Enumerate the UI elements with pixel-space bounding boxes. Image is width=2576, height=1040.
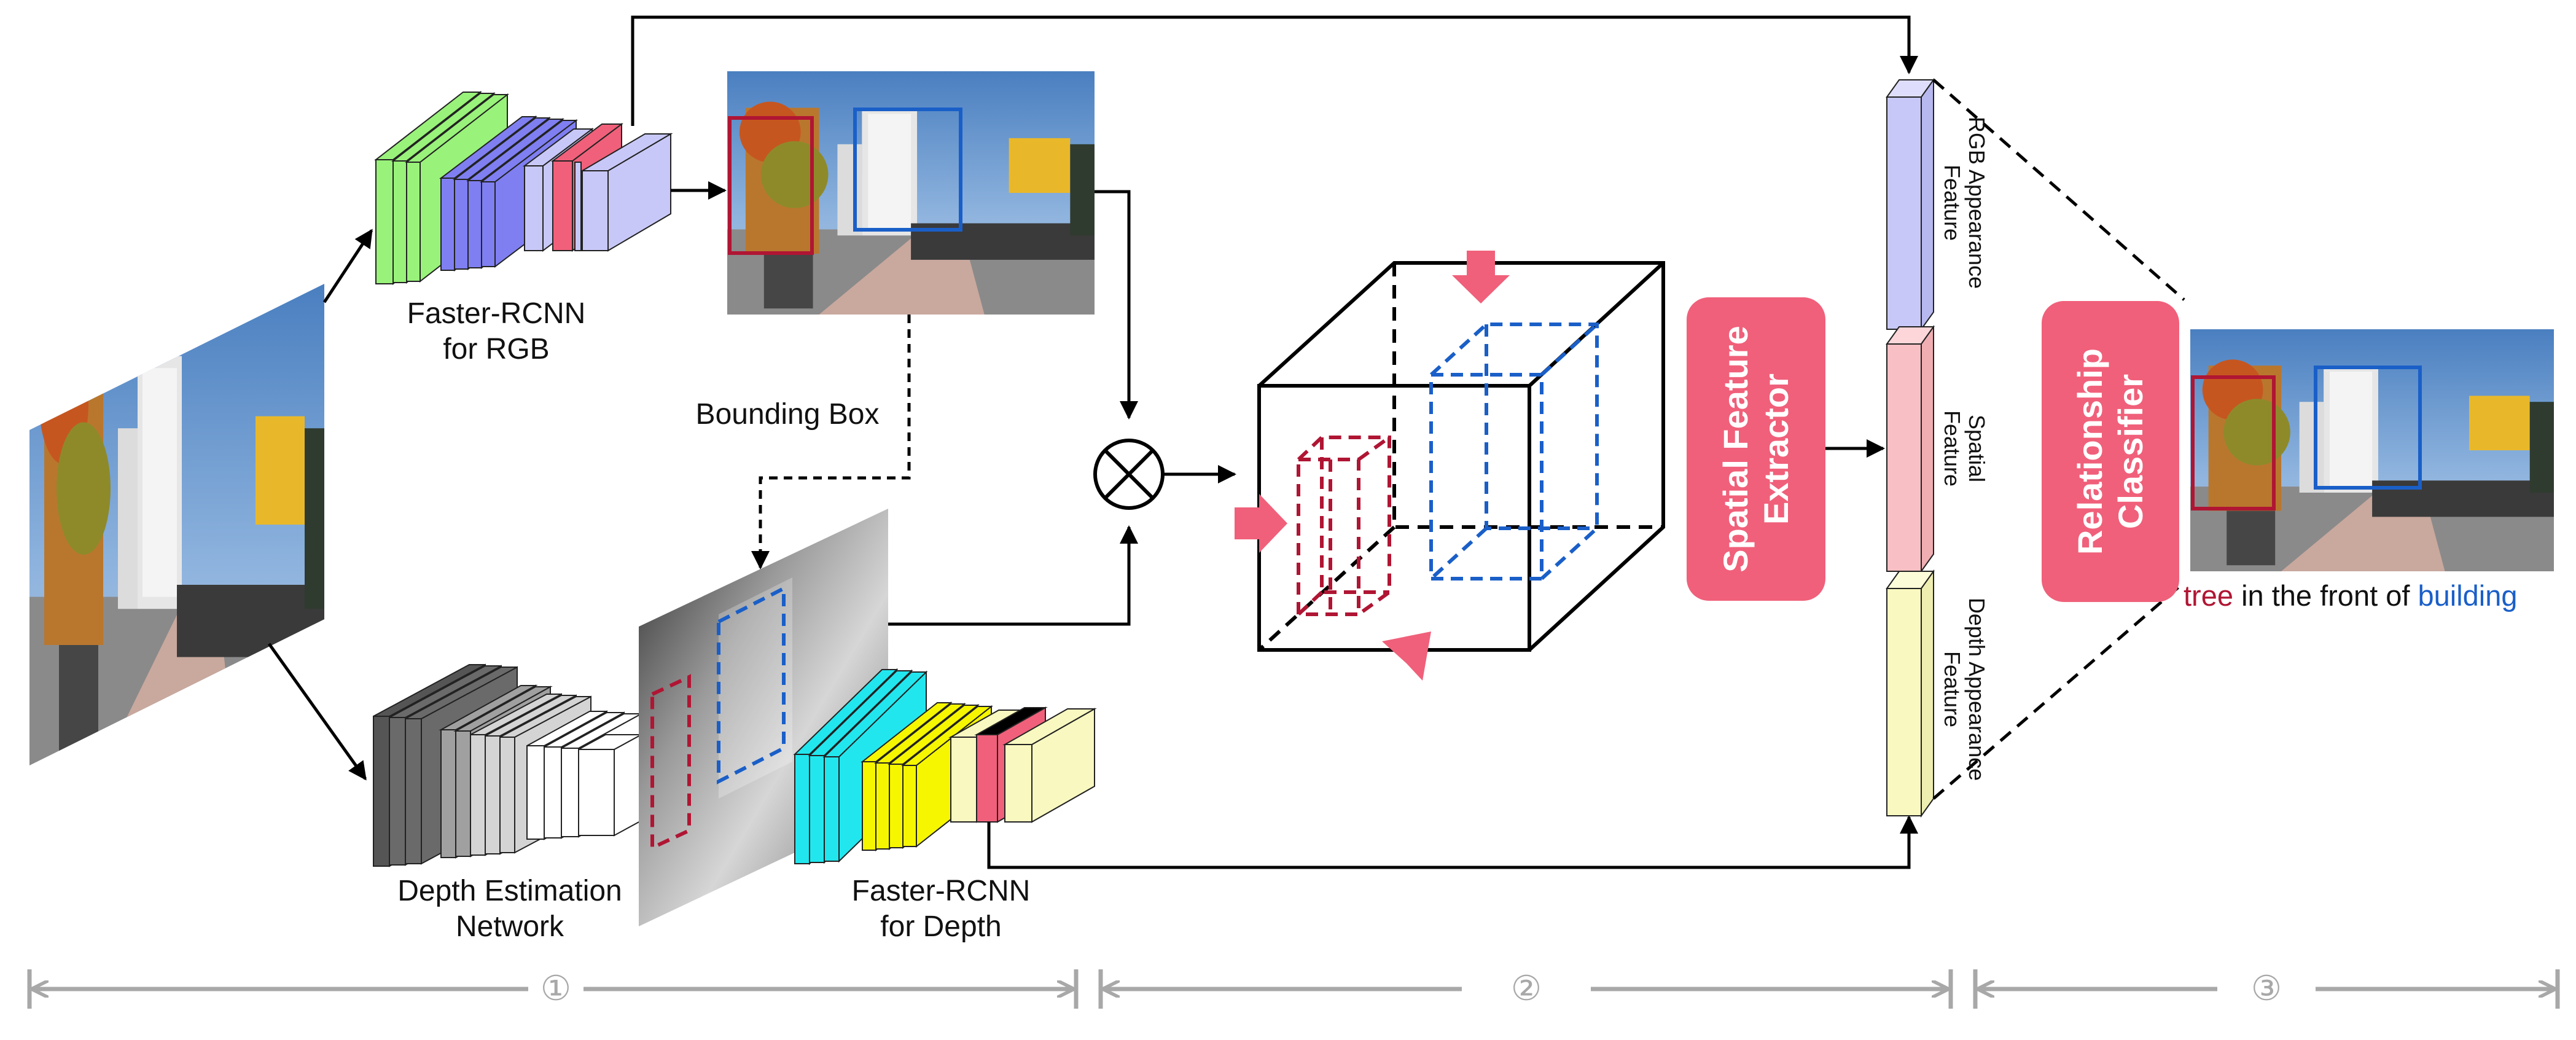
view-arrow-top-icon [1452, 251, 1510, 303]
relationship-caption: tree in the front of building [2184, 579, 2518, 612]
caption-predicate: in the front of [2241, 579, 2410, 612]
circled-times-icon [1093, 439, 1165, 510]
view-arrow-left-icon [1235, 494, 1287, 553]
3d-spatial-cube [1257, 261, 1665, 652]
label-line: Spatial [1964, 414, 1989, 483]
caption-subject: tree [2184, 579, 2233, 612]
arrow-rgb-to-combine [1095, 190, 1138, 420]
view-arrow-bottom-icon [1382, 631, 1431, 681]
label-line: Feature [1940, 410, 1965, 487]
label-line: Feature [1940, 651, 1965, 728]
label-line: Faster-RCNN [407, 297, 586, 330]
depth-cnn-stack [793, 668, 1097, 866]
label-depth-estimation: Depth Estimation Network [381, 874, 639, 945]
label-line: Extractor [1757, 373, 1795, 525]
label-depth-appearance-feature: Depth Appearance Feature [1940, 598, 1989, 781]
arrow-depth-to-combine [888, 525, 1138, 626]
label-rgb-appearance-feature: RGB Appearance Feature [1940, 117, 1989, 289]
stage-1-label: ① [540, 969, 572, 1009]
label-spatial-feature: Spatial Feature [1940, 410, 1989, 487]
arrow-input-to-depth [267, 643, 367, 781]
rgb-detection-image [727, 71, 1095, 315]
caption-object: building [2418, 579, 2518, 612]
label-line: for Depth [880, 910, 1002, 943]
object-3d-box [1429, 323, 1599, 581]
depth-estimation-stack [373, 663, 642, 867]
label-line: for RGB [443, 333, 550, 366]
subject-3d-box [1297, 436, 1391, 616]
output-image [2190, 329, 2554, 571]
label-line: Feature [1940, 164, 1965, 241]
label-bounding-box: Bounding Box [671, 397, 904, 432]
arrow-depth-feature [987, 815, 1918, 869]
dash-bottom [1932, 581, 2185, 800]
label-line: RGB Appearance [1964, 116, 1989, 289]
label-line: Classifier [2111, 373, 2150, 530]
input-image [29, 284, 324, 765]
rgb-cnn-stack [374, 90, 673, 286]
stage-ruler [27, 969, 2560, 1009]
feature-column [1886, 77, 1935, 818]
arrow-skip-rgb-feature [631, 15, 1918, 126]
spatial-feature-extractor-box [1687, 297, 1825, 601]
relationship-classifier-box [2042, 301, 2179, 602]
stage-2-label: ② [1510, 969, 1542, 1009]
stage-3-label: ③ [2250, 969, 2282, 1009]
label-spatial-feature-extractor: Spatial Feature Extractor [1715, 326, 1797, 572]
label-faster-rcnn-rgb: Faster-RCNN for RGB [398, 296, 595, 367]
label-faster-rcnn-depth: Faster-RCNN for Depth [837, 874, 1045, 945]
label-line: Network [455, 910, 564, 943]
arrow-bounding-box [751, 315, 911, 569]
dash-top [1932, 79, 2185, 301]
label-relationship-classifier: Relationship Classifier [2070, 348, 2151, 555]
arrow-input-to-rgb [322, 229, 373, 303]
label-line: Faster-RCNN [851, 875, 1031, 907]
label-line: Depth Appearance [1964, 597, 1989, 781]
label-line: Relationship [2071, 348, 2109, 555]
label-line: Depth Estimation [397, 875, 622, 907]
label-line: Spatial Feature [1716, 326, 1755, 573]
